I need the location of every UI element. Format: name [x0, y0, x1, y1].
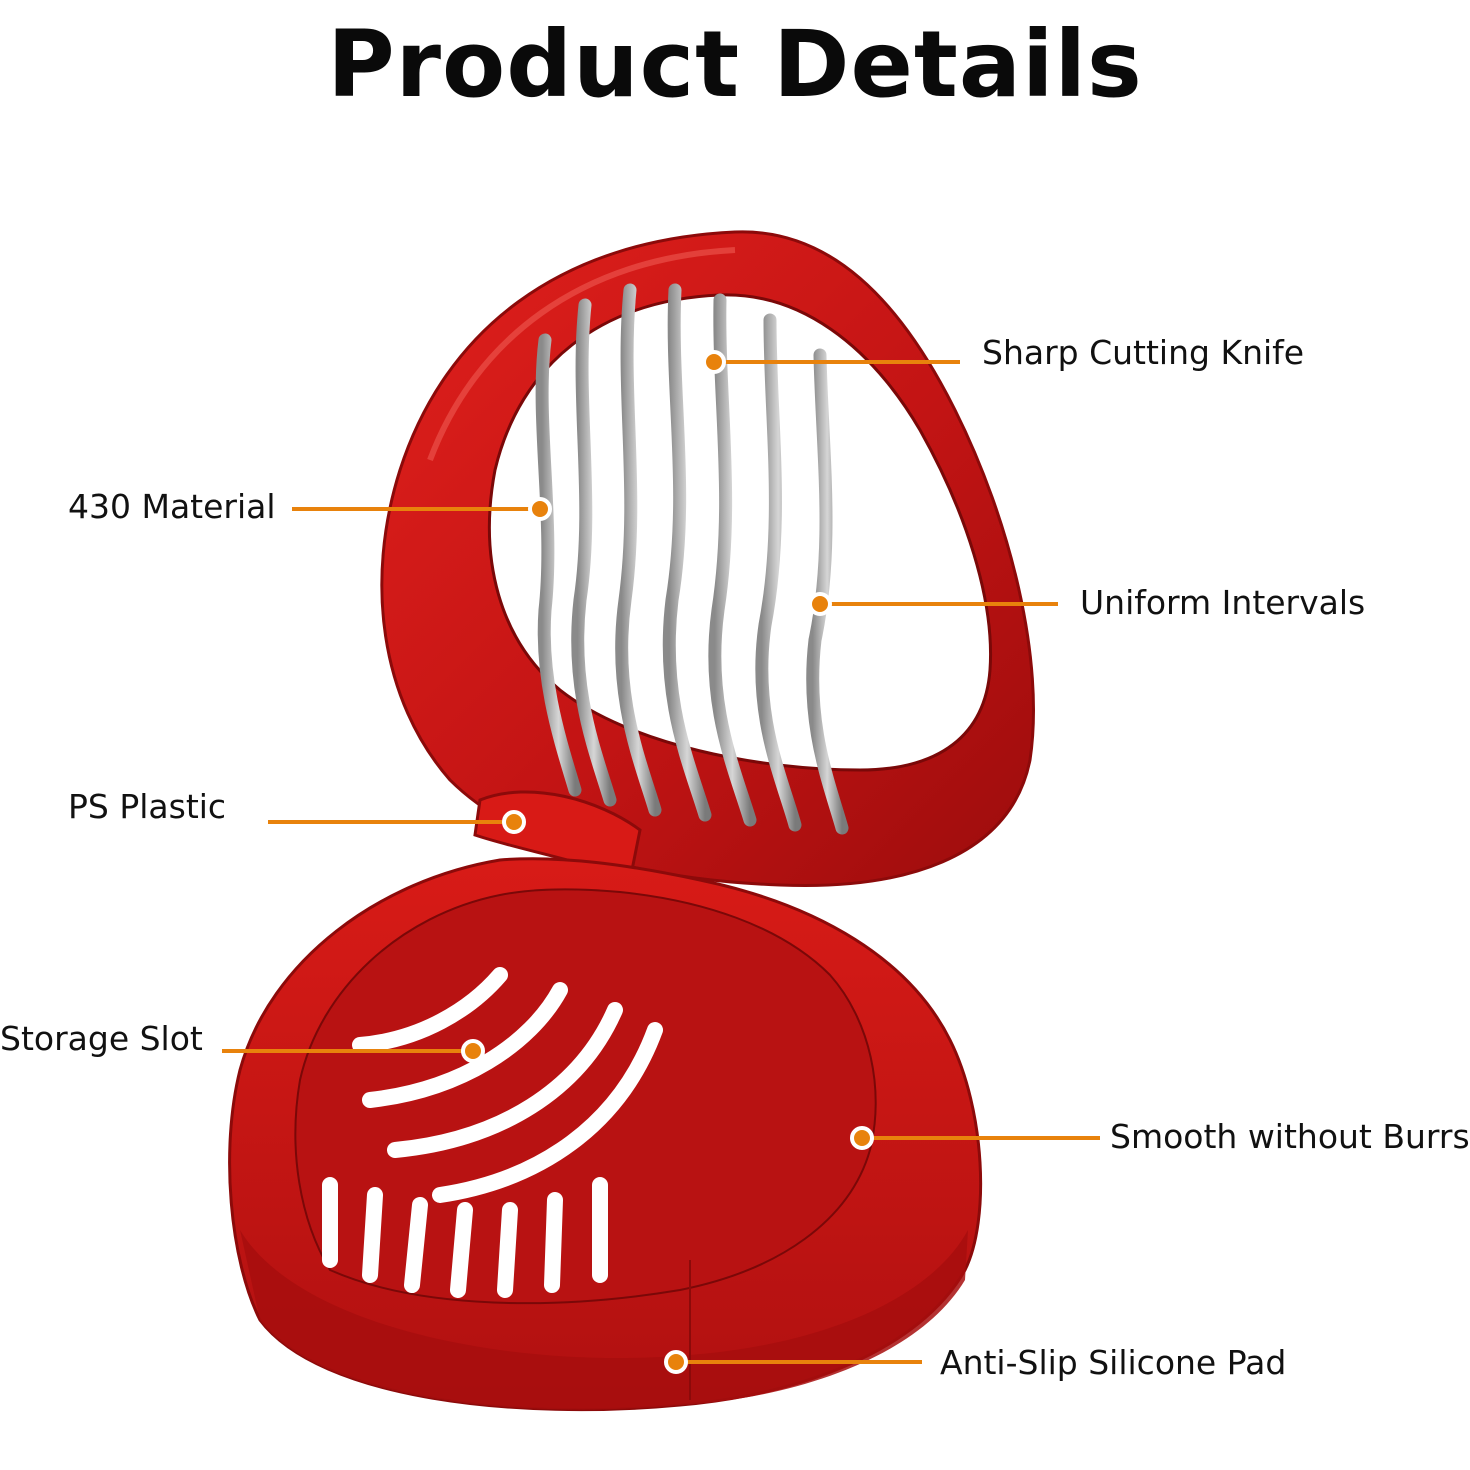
callout-leaders [222, 350, 1100, 1374]
leader-dot-sharp-cutting-knife [702, 350, 726, 374]
cutting-blades [535, 283, 849, 835]
leader-dot-uniform-intervals [808, 592, 832, 616]
callout-uniform-intervals: Uniform Intervals [1080, 583, 1366, 622]
leader-dot-storage-slot [461, 1039, 485, 1063]
storage-slots [322, 967, 663, 1298]
callout-smooth-without-burrs: Smooth without Burrs [1110, 1117, 1470, 1156]
leader-dot-ps-plastic [502, 810, 526, 834]
leader-dot-anti-slip-silicone-pad [664, 1350, 688, 1374]
callout-anti-slip-silicone-pad: Anti-Slip Silicone Pad [940, 1343, 1287, 1382]
leader-dot-430-material [528, 497, 552, 521]
callout-storage-slot: Storage Slot [0, 1019, 203, 1058]
callout-ps-plastic: PS Plastic [68, 787, 227, 826]
callout-sharp-cutting-knife: Sharp Cutting Knife [982, 333, 1305, 372]
leader-dot-smooth-without-burrs [850, 1126, 874, 1150]
page-title: Product Details [327, 11, 1143, 118]
slicer-lid [380, 230, 1035, 887]
callout-430-material: 430 Material [68, 487, 276, 526]
slicer-base [228, 857, 983, 1412]
